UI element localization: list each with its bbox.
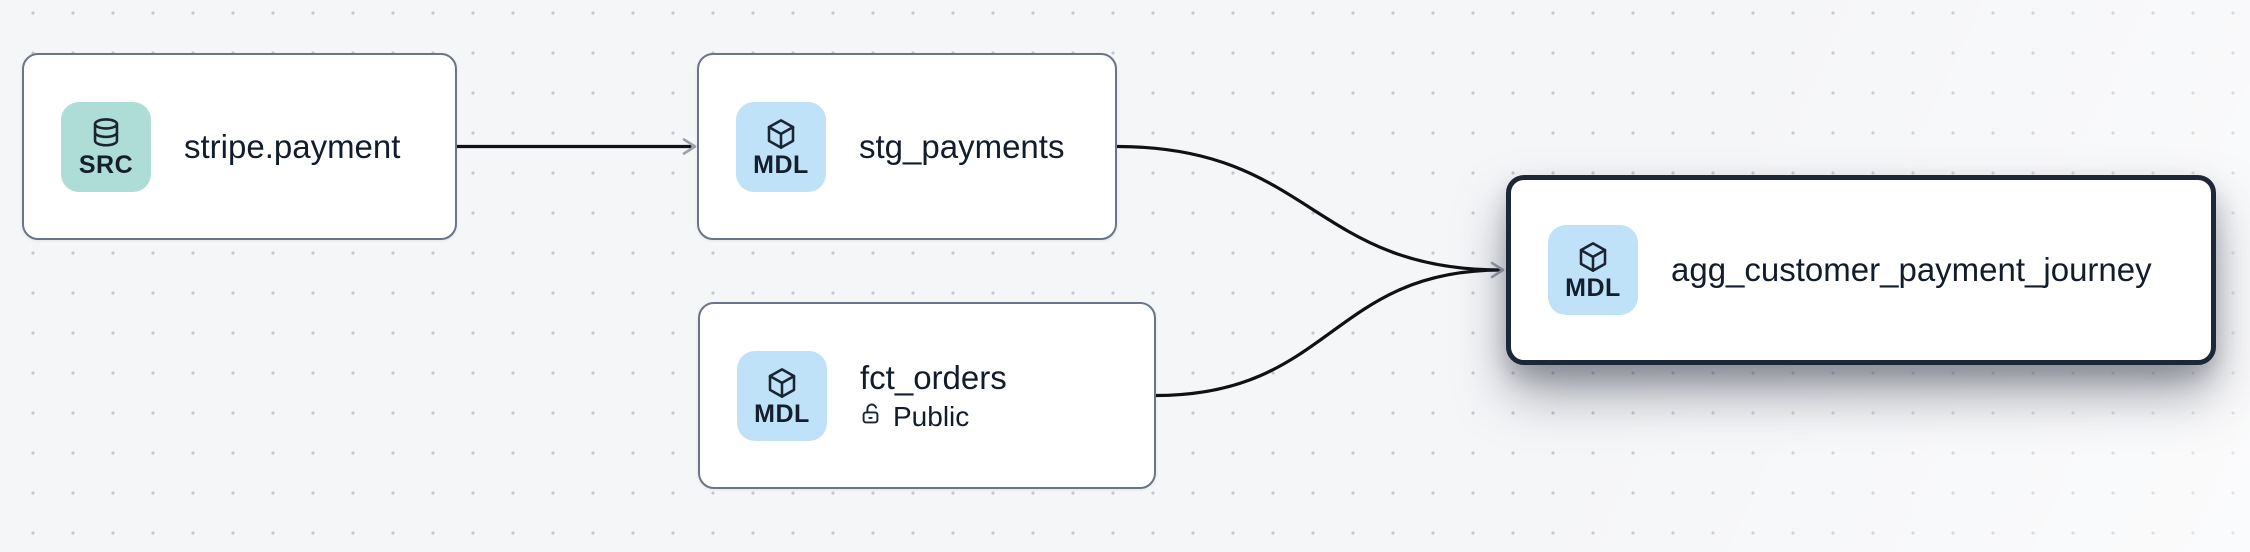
model-badge: MDL bbox=[1548, 225, 1638, 315]
badge-label: MDL bbox=[1565, 274, 1621, 302]
model-badge: MDL bbox=[737, 350, 827, 441]
source-badge: SRC bbox=[61, 101, 151, 192]
node-text-block: fct_orders Public bbox=[860, 358, 1007, 432]
node-fct-orders[interactable]: MDL fct_orders Public bbox=[698, 302, 1156, 489]
model-badge: MDL bbox=[736, 101, 826, 192]
node-stripe-payment[interactable]: SRC stripe.payment bbox=[22, 53, 457, 240]
cube-icon bbox=[763, 116, 799, 152]
node-label: stg_payments bbox=[859, 127, 1065, 165]
node-label: stripe.payment bbox=[184, 127, 401, 165]
cube-icon bbox=[1575, 239, 1611, 275]
badge-label: SRC bbox=[78, 150, 134, 179]
node-agg-customer-payment-journey[interactable]: MDL agg_customer_payment_journey bbox=[1506, 175, 2216, 365]
visibility-row: Public bbox=[860, 400, 1007, 433]
badge-label: MDL bbox=[753, 150, 809, 179]
cube-icon bbox=[764, 365, 800, 401]
node-label: agg_customer_payment_journey bbox=[1671, 251, 2152, 289]
node-stg-payments[interactable]: MDL stg_payments bbox=[697, 53, 1117, 240]
arrowhead-icon bbox=[1490, 261, 1505, 279]
edge-stg-payments-to-agg[interactable] bbox=[1115, 144, 1503, 272]
node-label: fct_orders bbox=[860, 359, 1007, 397]
arrowhead-icon bbox=[682, 138, 697, 155]
badge-label: MDL bbox=[754, 399, 810, 428]
edge-fct-orders-to-agg[interactable] bbox=[1154, 268, 1503, 398]
unlock-icon bbox=[860, 402, 884, 433]
visibility-label: Public bbox=[893, 400, 970, 432]
database-icon bbox=[88, 116, 124, 152]
